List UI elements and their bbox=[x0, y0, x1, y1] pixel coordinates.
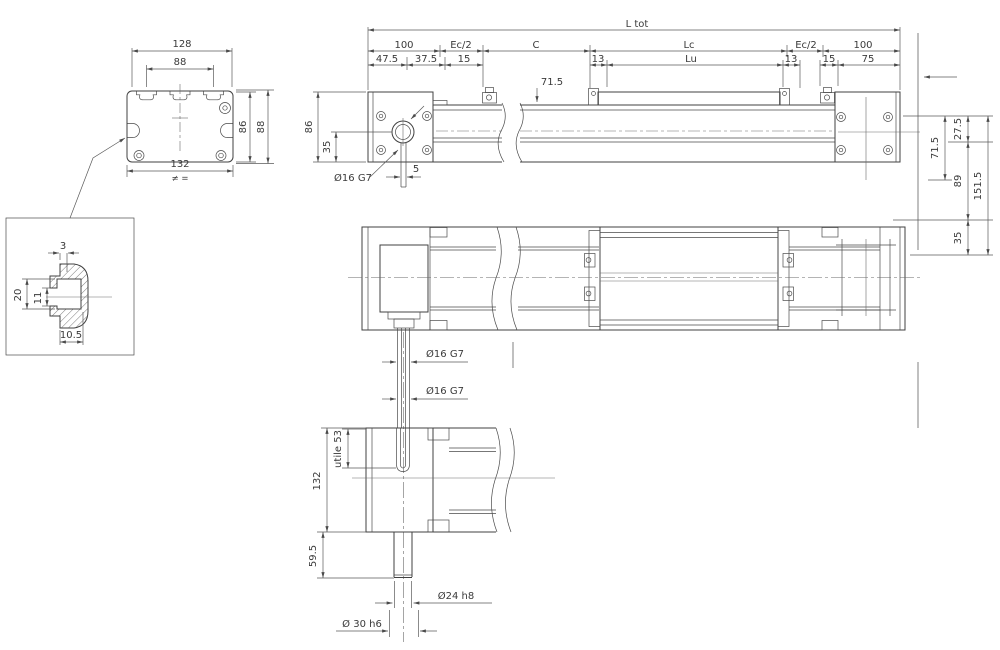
screw-hole bbox=[219, 102, 231, 114]
dim-label-59-5: 59.5 bbox=[308, 545, 319, 567]
dim-label-151-5: 151.5 bbox=[973, 172, 984, 201]
screw bbox=[422, 111, 432, 121]
screw bbox=[836, 112, 846, 122]
break-line bbox=[497, 102, 506, 163]
symmetry-symbol: ≠ = bbox=[172, 174, 189, 184]
clamp bbox=[782, 286, 794, 301]
screw bbox=[883, 145, 893, 155]
sensor-bracket bbox=[820, 87, 835, 104]
carriage-top-view bbox=[584, 226, 794, 331]
dim-label-35-right: 35 bbox=[953, 232, 964, 245]
dim-label-utile-53: utile 53 bbox=[333, 430, 344, 468]
dim-label-c: C bbox=[533, 40, 540, 51]
dim-label-10-5: 10.5 bbox=[60, 330, 82, 341]
dim-label-100-left: 100 bbox=[394, 40, 413, 51]
shaft-section-view: Ø16 G7 Ø16 G7 utile 53 bbox=[308, 328, 555, 642]
dim-label-27-5: 27.5 bbox=[953, 118, 964, 140]
dim-label-100-right: 100 bbox=[853, 40, 872, 51]
clamp bbox=[584, 253, 596, 268]
carriage-clamp bbox=[588, 88, 599, 106]
screw bbox=[883, 112, 893, 122]
dim-label-86-side: 86 bbox=[304, 121, 315, 134]
dim-label-15-left: 15 bbox=[458, 54, 471, 65]
side-slot bbox=[220, 123, 233, 138]
carriage bbox=[588, 88, 790, 106]
dim-label-75: 75 bbox=[862, 54, 875, 65]
screw bbox=[836, 145, 846, 155]
t-slot bbox=[136, 91, 157, 101]
dim-label-37-5: 37.5 bbox=[415, 54, 437, 65]
clamp bbox=[584, 286, 596, 301]
dim-label-13-right: 13 bbox=[785, 54, 798, 65]
mount-tab bbox=[427, 427, 450, 441]
screw-hole bbox=[215, 150, 227, 161]
break-line bbox=[515, 102, 524, 163]
dim-label-lu: Lu bbox=[685, 54, 697, 65]
screw bbox=[422, 145, 432, 155]
mount-tab bbox=[429, 320, 448, 331]
break-line bbox=[491, 226, 502, 331]
plan-view bbox=[348, 226, 920, 331]
screw bbox=[376, 145, 386, 155]
mount-tab bbox=[427, 519, 450, 533]
gearbox-block bbox=[365, 427, 434, 533]
left-end-block bbox=[367, 91, 434, 163]
mount-tab bbox=[821, 227, 839, 238]
mount-tab bbox=[429, 227, 448, 238]
hatched-slot-profile bbox=[49, 263, 89, 329]
break-line bbox=[505, 427, 515, 533]
side-elevation-view: L tot 100 Ec/2 C Lc Ec/2 100 47.5 37.5 bbox=[304, 19, 993, 428]
dim-label-ec2-right: Ec/2 bbox=[795, 40, 817, 51]
dim-label-5: 5 bbox=[413, 164, 419, 175]
bore-label-upper: Ø16 G7 bbox=[426, 348, 464, 360]
mount-tab bbox=[821, 320, 839, 331]
output-shaft bbox=[393, 532, 413, 578]
motor-top-view bbox=[379, 244, 429, 329]
dim-label-11: 11 bbox=[33, 292, 44, 305]
dim-label-lc: Lc bbox=[683, 40, 694, 51]
rail-profile bbox=[432, 100, 835, 163]
dim-label-128: 128 bbox=[172, 39, 191, 50]
dim-label-88-outer: 88 bbox=[256, 121, 267, 134]
dim-label-3: 3 bbox=[60, 241, 66, 252]
cross-section-view: 128 88 86 88 132 ≠ = bbox=[69, 39, 274, 219]
carriage-clamp bbox=[779, 88, 790, 106]
right-end-block bbox=[834, 91, 901, 163]
dim-label-89: 89 bbox=[953, 175, 964, 188]
sensor-bracket bbox=[482, 87, 497, 104]
break-line bbox=[491, 427, 501, 533]
dim-label-13-left: 13 bbox=[592, 54, 605, 65]
shaft-diameter-label: Ø16 G7 bbox=[334, 172, 372, 184]
dim-label-ec2-left: Ec/2 bbox=[450, 40, 472, 51]
dim-label-15-right: 15 bbox=[823, 54, 836, 65]
dim-label-88: 88 bbox=[174, 57, 187, 68]
dim-label-71-5: 71.5 bbox=[541, 77, 563, 88]
dim-label-71-5-right: 71.5 bbox=[930, 137, 941, 159]
dim-label-20: 20 bbox=[13, 289, 24, 302]
side-slot bbox=[127, 123, 140, 138]
t-slot bbox=[203, 91, 224, 101]
dim-label-24-h8: Ø24 h8 bbox=[438, 590, 474, 602]
detail-leader bbox=[69, 137, 126, 219]
dim-label-86: 86 bbox=[238, 121, 249, 134]
dim-label-30-h6: Ø 30 h6 bbox=[342, 618, 382, 630]
dim-label-132: 132 bbox=[170, 159, 189, 170]
rail-section bbox=[433, 427, 515, 533]
detail-box bbox=[5, 217, 135, 356]
dim-label-132-section: 132 bbox=[312, 471, 323, 490]
rail-lines bbox=[430, 246, 880, 311]
break-line bbox=[510, 226, 521, 331]
dim-label-47-5: 47.5 bbox=[376, 54, 398, 65]
clamp bbox=[782, 253, 794, 268]
screw bbox=[376, 111, 386, 121]
dim-label-35-side: 35 bbox=[322, 141, 333, 154]
detail-view: 3 20 11 10.5 bbox=[5, 217, 135, 356]
dim-label-l-tot: L tot bbox=[626, 19, 649, 30]
screw-hole bbox=[133, 150, 145, 161]
plan-outline bbox=[361, 226, 906, 331]
bore-label-lower: Ø16 G7 bbox=[426, 385, 464, 397]
